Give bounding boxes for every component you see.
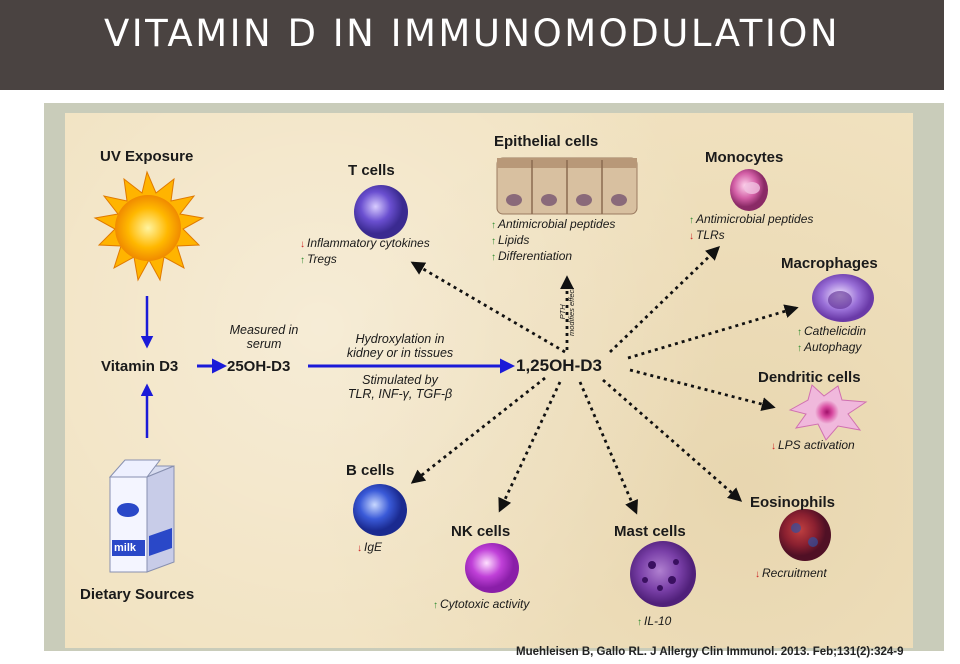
- up-arrow-icon: ↑: [797, 327, 802, 338]
- mast-cells-title: Mast cells: [614, 523, 686, 540]
- eosinophil-icon: [779, 509, 831, 561]
- tcells-title: T cells: [348, 162, 395, 179]
- dendritic-effects: ↓LPS activation: [771, 438, 855, 452]
- down-arrow-icon: ↓: [755, 569, 760, 580]
- down-arrow-icon: ↓: [689, 231, 694, 242]
- bcells-effects: ↓IgE: [357, 540, 383, 554]
- monocytes-effects: ↑Antimicrobial peptides ↓TLRs: [689, 212, 814, 242]
- eosinophils-effects: ↓Recruitment: [755, 566, 827, 580]
- arrow-to-dendritic: [629, 368, 776, 411]
- arrow-to-eosinophils: [602, 378, 743, 502]
- monocytes-title: Monocytes: [705, 149, 784, 166]
- dietary-sources-label: Dietary Sources: [80, 586, 195, 603]
- arrow-to-tcells: [410, 261, 566, 354]
- milk-carton-icon: [108, 459, 175, 573]
- down-arrow-icon: ↓: [771, 441, 776, 452]
- monocyte-icon: [730, 169, 768, 211]
- citation: Muehleisen B, Gallo RL. J Allergy Clin I…: [516, 646, 904, 658]
- bcells-title: B cells: [346, 462, 395, 479]
- tcells-effects: ↓Inflammatory cytokines ↑Tregs: [300, 236, 430, 266]
- up-arrow-icon: ↑: [637, 617, 642, 628]
- up-arrow-icon: ↑: [300, 255, 305, 266]
- macrophage-icon: [812, 274, 874, 322]
- down-arrow-icon: ↓: [357, 543, 362, 554]
- vitamin-d3-node: Vitamin D3: [101, 358, 179, 375]
- macrophages-effects: ↑Cathelicidin ↑Autophagy: [797, 324, 867, 354]
- slide-header: VITAMIN D IN IMMUNOMODULATION: [0, 0, 944, 90]
- up-arrow-icon: ↑: [797, 343, 802, 354]
- tcell-icon: [354, 185, 408, 239]
- up-arrow-icon: ↑: [491, 252, 496, 263]
- dendritic-title: Dendritic cells: [758, 369, 861, 386]
- up-arrow-icon: ↑: [491, 236, 496, 247]
- macrophages-title: Macrophages: [781, 255, 878, 272]
- mast-effects: ↑IL-10: [637, 614, 672, 628]
- epithelial-effects: ↑Antimicrobial peptides ↑Lipids ↑Differe…: [491, 217, 616, 263]
- bcell-icon: [353, 484, 407, 536]
- uv-exposure-label: UV Exposure: [100, 148, 194, 165]
- 125oh-d3-node: 1,25OH-D3: [516, 356, 602, 375]
- slide-title: VITAMIN D IN IMMUNOMODULATION: [103, 12, 841, 55]
- up-arrow-icon: ↑: [433, 600, 438, 611]
- arrow-to-macrophages: [627, 304, 799, 360]
- arrow-to-bcells: [410, 376, 546, 484]
- epithelial-cells-icon: [496, 157, 638, 215]
- up-arrow-icon: ↑: [689, 215, 694, 226]
- arrow-to-mast: [578, 381, 638, 515]
- dendritic-cell-icon: [788, 384, 868, 441]
- nk-cell-icon: [465, 543, 519, 593]
- nk-cells-title: NK cells: [451, 523, 511, 540]
- eosinophils-title: Eosinophils: [750, 494, 836, 511]
- 25oh-d3-node: 25OH-D3: [227, 358, 291, 375]
- down-arrow-icon: ↓: [300, 239, 305, 250]
- arrow-to-monocytes: [609, 246, 721, 354]
- sun-icon: [93, 170, 205, 282]
- milk-label: milk: [114, 542, 137, 554]
- up-arrow-icon: ↑: [491, 220, 496, 231]
- mast-cell-icon: [630, 541, 696, 607]
- epithelial-title: Epithelial cells: [494, 133, 599, 150]
- arrow-to-nk: [498, 381, 562, 513]
- nk-effects: ↑Cytotoxic activity: [433, 597, 530, 611]
